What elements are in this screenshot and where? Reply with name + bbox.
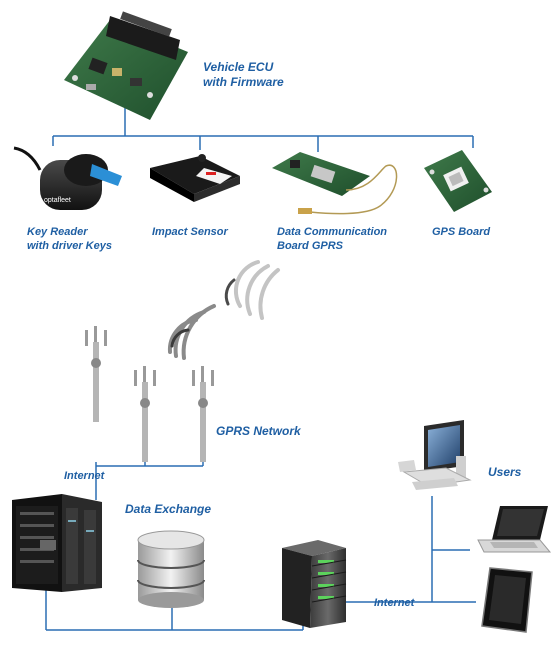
label-users: Users xyxy=(488,465,522,479)
cell-tower-icon xyxy=(85,326,107,422)
label-with-firmware: with Firmware xyxy=(203,75,284,89)
label-board-gprs: Board GPRS xyxy=(277,240,344,252)
connector-lines xyxy=(45,105,476,631)
laptop-icon xyxy=(477,506,552,553)
desktop-computer-icon xyxy=(398,420,472,490)
label-gprs-network: GPRS Network xyxy=(216,424,302,438)
ecu-board-icon xyxy=(64,11,188,120)
impact-sensor-icon xyxy=(150,154,240,202)
label-gps-board: GPS Board xyxy=(432,226,490,238)
label-key-reader: Key Reader xyxy=(27,226,88,238)
database-icon xyxy=(137,530,205,608)
gps-board-icon xyxy=(424,150,492,212)
server-tower-icon xyxy=(282,540,347,628)
server-rack-icon xyxy=(12,494,102,592)
label-vehicle-ecu: Vehicle ECU xyxy=(203,60,274,74)
label-internet-right: Internet xyxy=(374,597,416,609)
key-reader-icon: optafleet xyxy=(13,146,122,210)
label-internet-left: Internet xyxy=(64,470,106,482)
gprs-board-icon xyxy=(272,152,398,215)
label-data-exchange: Data Exchange xyxy=(125,502,211,516)
label-impact-sensor: Impact Sensor xyxy=(152,226,229,238)
tablet-icon xyxy=(481,567,533,633)
cell-tower-icon xyxy=(134,366,156,462)
key-brand-text: optafleet xyxy=(44,197,71,204)
signal-waves-icon xyxy=(167,260,280,360)
cell-tower-icon xyxy=(192,366,214,462)
label-data-communication: Data Communication xyxy=(277,226,387,238)
label-with-driver-keys: with driver Keys xyxy=(27,240,112,252)
